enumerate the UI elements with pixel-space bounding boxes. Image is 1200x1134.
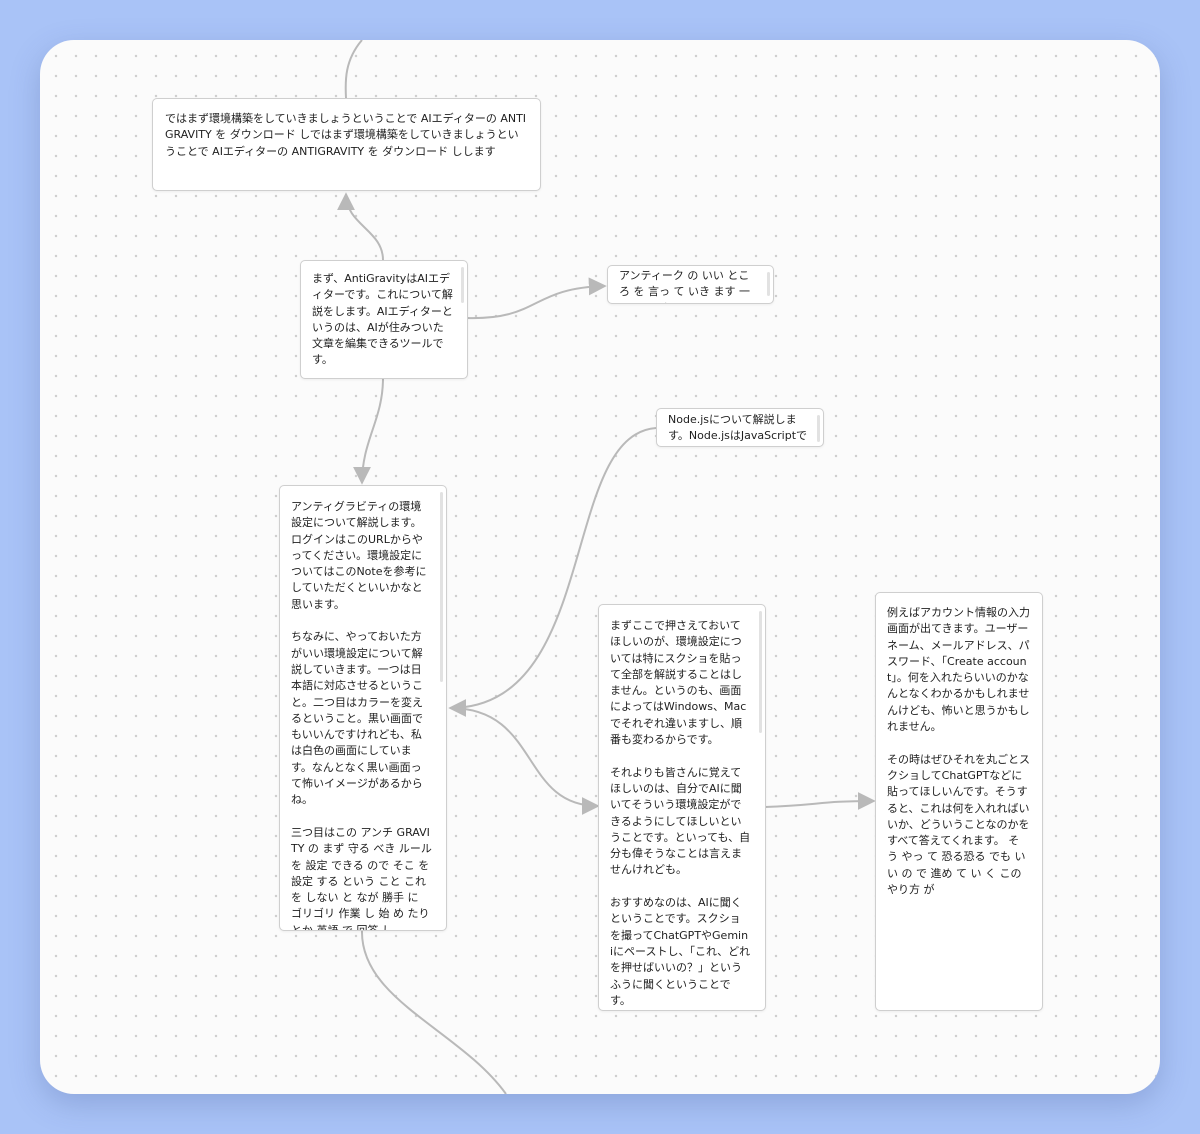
text-card-nodejs[interactable]: Node.jsについて解説します。Node.jsはJavaScriptで	[656, 408, 824, 447]
edge-setup-to-screenshot	[449, 707, 600, 815]
card-text: ではまず環境構築をしていきましょうということで AIエディターの ANTIGRA…	[165, 112, 527, 158]
card-scrollbar[interactable]	[767, 272, 770, 296]
card-scrollbar[interactable]	[759, 611, 762, 733]
edge-intro-to-top	[337, 192, 384, 261]
card-text: 例えばアカウント情報の入力画面が出てきます。ユーザーネーム、メールアドレス、パス…	[887, 606, 1030, 897]
edge-incoming-top	[344, 40, 363, 99]
card-text: まずここで押さえておいてほしいのが、環境設定については特にスクショを貼って全部を…	[610, 619, 751, 1007]
text-card-account-example[interactable]: 例えばアカウント情報の入力画面が出てきます。ユーザーネーム、メールアドレス、パス…	[875, 592, 1043, 1011]
edge-node-to-setup	[448, 427, 657, 717]
text-card-antique[interactable]: アンティーク の いい とこ ろ を 言っ て いき ます 一つ 目 は 何 と…	[607, 265, 774, 304]
card-text: アンティーク の いい とこ ろ を 言っ て いき ます 一つ 目 は 何 と…	[619, 269, 757, 303]
edge-intro-to-setup	[353, 377, 384, 485]
edge-intro-to-antique	[466, 277, 607, 320]
text-card-intro[interactable]: まず、AntiGravityはAIエディターです。これについて解説をします。AI…	[300, 260, 468, 379]
edge-layer	[337, 40, 876, 1094]
card-scrollbar[interactable]	[440, 492, 443, 682]
card-text: Node.jsについて解説します。Node.jsはJavaScriptで	[668, 413, 808, 443]
card-text: まず、AntiGravityはAIエディターです。これについて解説をします。AI…	[312, 272, 453, 367]
text-card-top[interactable]: ではまず環境構築をしていきましょうということで AIエディターの ANTIGRA…	[152, 98, 541, 191]
edge-setup-to-below	[360, 929, 507, 1094]
card-text: アンティグラビティの環境設定について解説します。ログインはこのURLからやってく…	[291, 500, 432, 931]
edge-screenshot-to-account	[764, 792, 876, 811]
canvas-board[interactable]: ではまず環境構築をしていきましょうということで AIエディターの ANTIGRA…	[40, 40, 1160, 1094]
text-card-environment-setup[interactable]: アンティグラビティの環境設定について解説します。ログインはこのURLからやってく…	[279, 485, 447, 931]
card-scrollbar[interactable]	[461, 267, 464, 303]
text-card-screenshot-advice[interactable]: まずここで押さえておいてほしいのが、環境設定については特にスクショを貼って全部を…	[598, 604, 766, 1011]
card-scrollbar[interactable]	[817, 415, 820, 442]
